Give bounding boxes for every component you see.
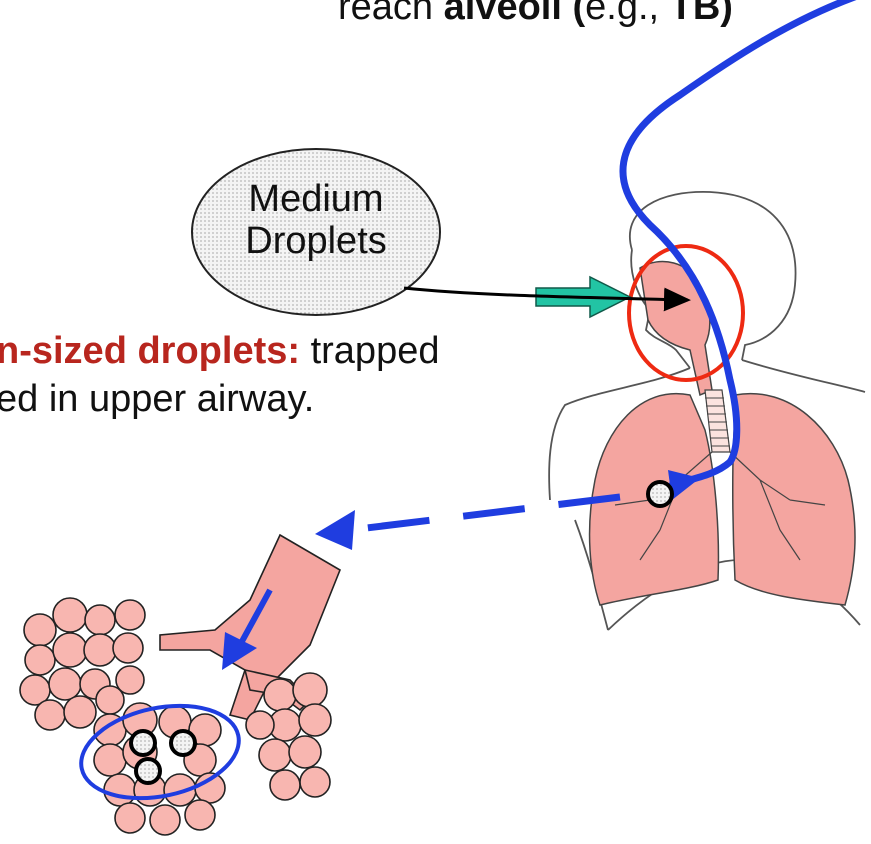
top-caption-bold2: TB): [670, 0, 733, 28]
bubble-line2: Droplets: [196, 220, 436, 262]
alveoli-cluster: [20, 535, 340, 835]
dashed-arrow: [350, 497, 620, 530]
droplet-in-bronchus: [648, 482, 672, 506]
top-caption: reach alveoli (e.g., TB): [338, 0, 733, 29]
top-caption-bold1: alveoli (: [444, 0, 586, 28]
bubble-line1: Medium: [196, 178, 436, 220]
top-caption-prefix: reach: [338, 0, 444, 28]
right-lung: [733, 394, 855, 605]
caption-highlight: n-sized droplets:: [0, 330, 300, 372]
caption-line2: ed in upper airway.: [0, 378, 314, 421]
caption-line1: n-sized droplets: trapped: [0, 330, 439, 373]
dashed-arrow-head: [315, 510, 355, 550]
caption-rest: trapped: [300, 330, 439, 372]
shoulder-right: [742, 360, 865, 392]
bubble-label: Medium Droplets: [196, 178, 436, 262]
top-caption-mid: e.g.,: [585, 0, 670, 28]
